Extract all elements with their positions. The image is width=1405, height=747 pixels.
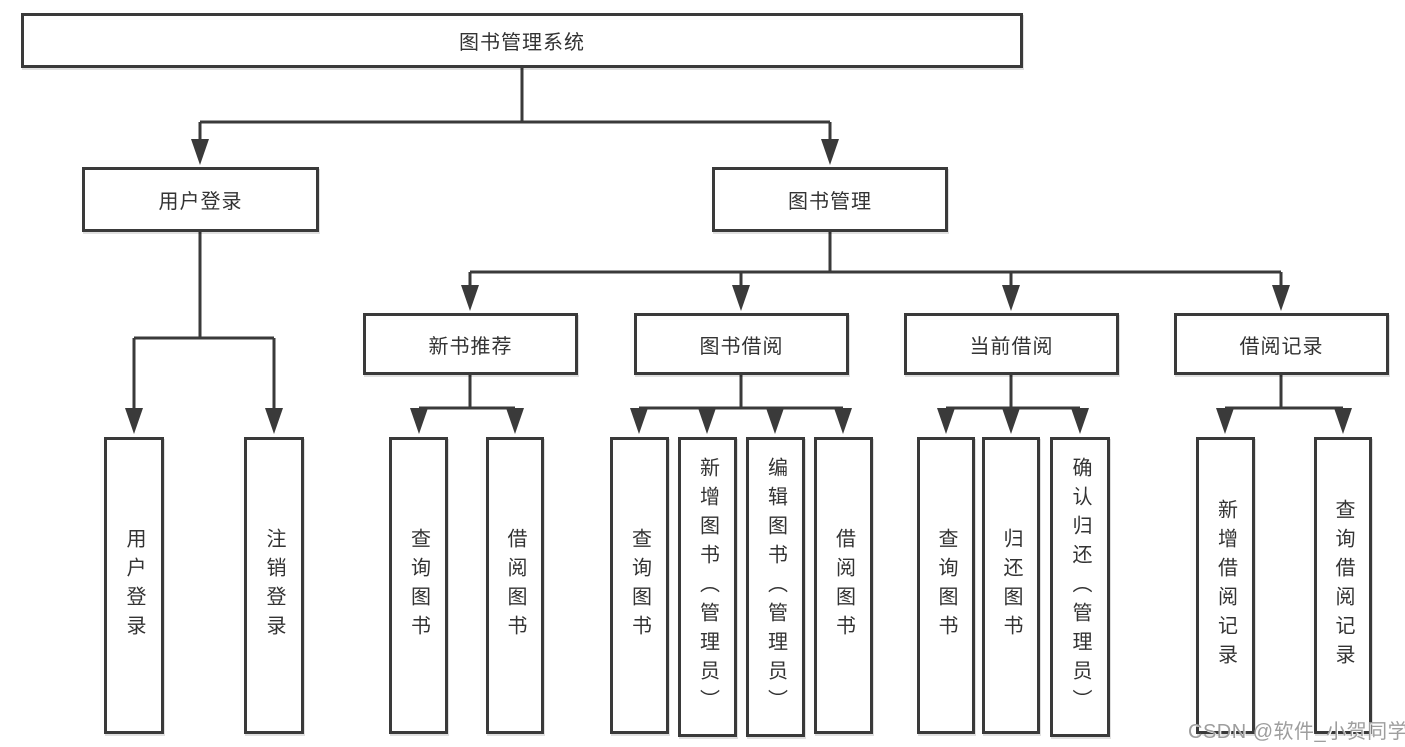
leaf-bb-borrow-books: 借阅图书 xyxy=(814,437,873,734)
arrowhead xyxy=(1002,285,1020,311)
node-current-borrowing: 当前借阅 xyxy=(904,313,1119,375)
arrowhead xyxy=(834,408,852,434)
leaf-cb-query-books: 查询图书 xyxy=(917,437,975,734)
leaf-nbr-query-books: 查询图书 xyxy=(389,437,448,734)
arrowhead xyxy=(265,408,283,434)
arrowhead xyxy=(191,139,209,165)
arrowhead xyxy=(698,408,716,434)
csdn-watermark: CSDN @软件_小贺同学 xyxy=(1188,721,1405,743)
node-user-login-label: 用户登录 xyxy=(158,191,243,213)
node-library-management-system-label: 图书管理系统 xyxy=(459,32,585,54)
leaf-bb-add-books-admin: 新增图书（管理员） xyxy=(678,437,737,737)
arrowhead xyxy=(1272,285,1290,311)
arrowhead xyxy=(125,408,143,434)
leaf-cb-confirm-return-admin: 确认归还（管理员） xyxy=(1050,437,1110,737)
leaf-user-login: 用户登录 xyxy=(104,437,164,734)
node-user-login: 用户登录 xyxy=(82,167,319,232)
leaf-cb-return-books: 归还图书 xyxy=(982,437,1040,734)
node-new-book-recommendation-label: 新书推荐 xyxy=(428,335,513,358)
node-new-book-recommendation: 新书推荐 xyxy=(363,313,578,375)
arrowhead xyxy=(1216,408,1234,434)
arrowhead xyxy=(506,408,524,434)
arrowhead xyxy=(766,408,784,434)
node-borrowing-records-label: 借阅记录 xyxy=(1239,335,1324,358)
leaf-bb-query-books: 查询图书 xyxy=(610,437,669,734)
node-book-borrowing: 图书借阅 xyxy=(634,313,849,375)
arrowhead xyxy=(410,408,428,434)
leaf-nbr-borrow-books: 借阅图书 xyxy=(486,437,544,734)
arrowhead xyxy=(1071,408,1089,434)
arrowhead xyxy=(937,408,955,434)
node-book-borrowing-label: 图书借阅 xyxy=(699,335,784,358)
arrowhead xyxy=(1002,408,1020,434)
node-book-management-label: 图书管理 xyxy=(788,191,872,213)
node-library-management-system: 图书管理系统 xyxy=(21,13,1023,68)
leaf-br-query-borrow-record: 查询借阅记录 xyxy=(1314,437,1372,734)
leaf-br-add-borrow-record: 新增借阅记录 xyxy=(1196,437,1255,734)
node-current-borrowing-label: 当前借阅 xyxy=(969,335,1054,358)
leaf-bb-edit-books-admin: 编辑图书（管理员） xyxy=(746,437,805,737)
arrowhead xyxy=(1334,408,1352,434)
arrowhead xyxy=(630,408,648,434)
node-book-management: 图书管理 xyxy=(712,167,948,232)
arrowhead xyxy=(461,285,479,311)
node-borrowing-records: 借阅记录 xyxy=(1174,313,1389,375)
arrowhead xyxy=(821,139,839,165)
leaf-logout-login: 注销登录 xyxy=(244,437,304,734)
arrowhead xyxy=(732,285,750,311)
